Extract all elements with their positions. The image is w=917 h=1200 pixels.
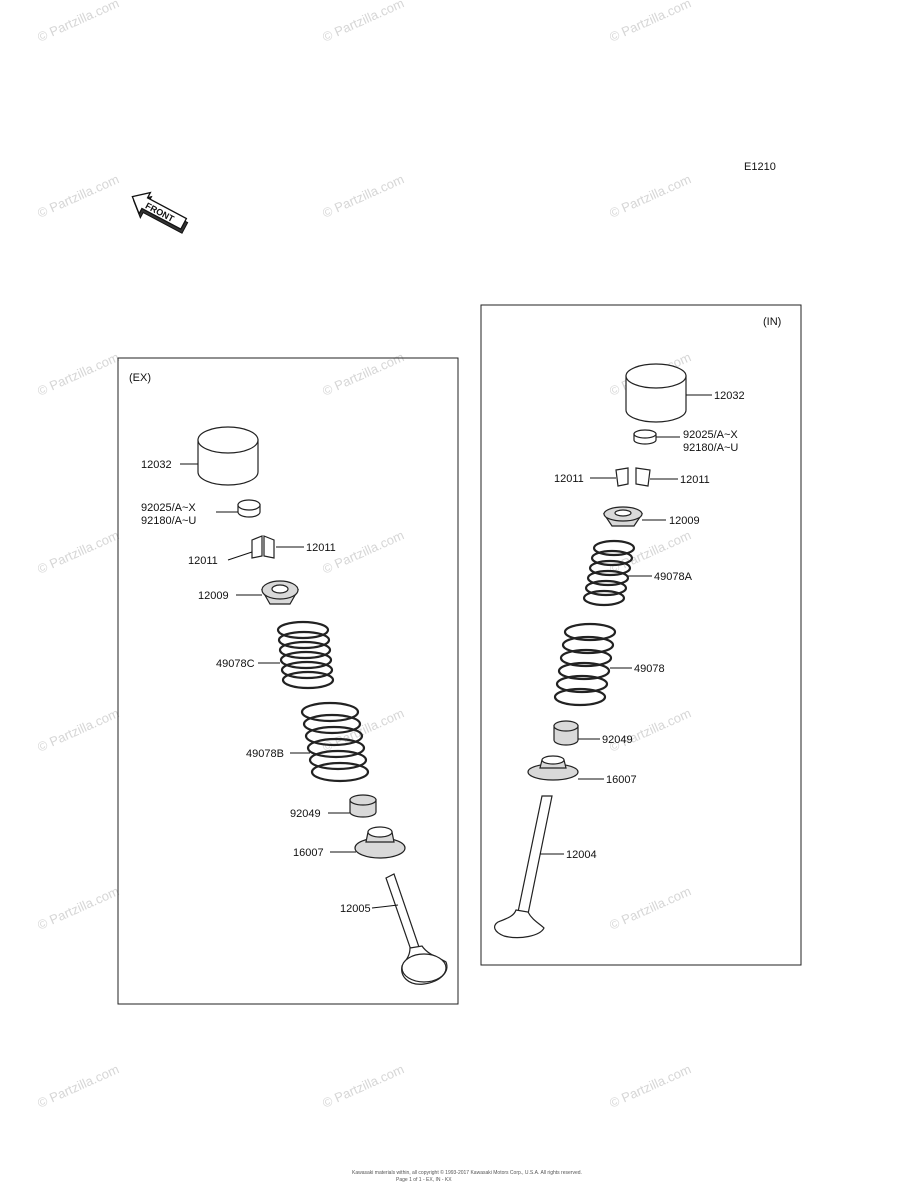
ex-valve-label: 12005: [340, 903, 371, 915]
in-shim-label-a: 92025/A~X: [683, 429, 738, 441]
in-outer-spring-label: 49078: [634, 663, 665, 675]
ex-tappet: [197, 426, 259, 486]
ex-tappet-label: 12032: [141, 459, 172, 471]
in-spring-seat: [527, 755, 579, 781]
ex-retainer-label: 12009: [198, 590, 229, 602]
watermark: © Partzilla.com: [35, 0, 121, 45]
in-cotter-right-label: 12011: [680, 474, 710, 486]
watermark: © Partzilla.com: [35, 883, 121, 932]
watermark: © Partzilla.com: [320, 1061, 406, 1110]
watermark: © Partzilla.com: [35, 1061, 121, 1110]
footer-line-2: Page 1 of 1 - EX, IN - KX: [396, 1177, 452, 1183]
watermark: © Partzilla.com: [320, 0, 406, 45]
in-inner-spring-label: 49078A: [654, 571, 693, 583]
watermark: © Partzilla.com: [607, 705, 693, 754]
ex-spring-seat: [354, 826, 406, 859]
intake-panel: (IN) 12032 92025/A~X 92180/A~U 12011 120…: [480, 304, 802, 966]
in-retainer-label: 12009: [669, 515, 700, 527]
ex-cotter-left-label: 12011: [188, 555, 218, 567]
in-spring-seat-label: 16007: [606, 774, 637, 786]
exhaust-panel: (EX) 12032 92025/A~X 92180/A~U 12011 120…: [117, 357, 459, 1005]
ex-inner-spring-label: 49078C: [216, 658, 255, 670]
ex-retainer: [260, 580, 300, 605]
in-valve-seal-label: 92049: [602, 734, 633, 746]
watermark: © Partzilla.com: [607, 0, 693, 45]
watermark: © Partzilla.com: [320, 171, 406, 220]
in-shim-label-b: 92180/A~U: [683, 442, 738, 454]
ex-valve-seal-label: 92049: [290, 808, 321, 820]
ex-inner-spring: [276, 620, 335, 690]
watermark: © Partzilla.com: [607, 171, 693, 220]
ex-shim-label-a: 92025/A~X: [141, 502, 196, 514]
watermark: © Partzilla.com: [320, 349, 406, 398]
intake-panel-label: (IN): [763, 316, 781, 328]
watermark: © Partzilla.com: [35, 527, 121, 576]
ex-shim-label-b: 92180/A~U: [141, 515, 196, 527]
watermark: © Partzilla.com: [35, 705, 121, 754]
watermark: © Partzilla.com: [35, 171, 121, 220]
ex-outer-spring: [300, 701, 370, 783]
in-cotter-left-label: 12011: [554, 473, 584, 485]
exhaust-panel-frame: [117, 357, 459, 1005]
in-tappet-label: 12032: [714, 390, 745, 402]
footer-line-1: Kawasaki materials within, all copyright…: [352, 1169, 582, 1176]
ex-cotter-right-label: 12011: [306, 542, 336, 554]
ex-spring-seat-label: 16007: [293, 847, 324, 859]
in-valve: [494, 795, 553, 939]
watermark: © Partzilla.com: [35, 349, 121, 398]
front-arrow-icon: FRONT: [131, 191, 189, 234]
ex-outer-spring-label: 49078B: [246, 748, 284, 760]
in-retainer: [602, 506, 644, 527]
in-valve-label: 12004: [566, 849, 597, 861]
exhaust-panel-label: (EX): [129, 372, 151, 384]
watermark: © Partzilla.com: [607, 1061, 693, 1110]
watermark: © Partzilla.com: [607, 883, 693, 932]
in-cotters: [615, 467, 651, 487]
ex-cotters: [251, 535, 275, 559]
ex-valve: [385, 873, 448, 985]
in-tappet: [625, 363, 687, 423]
diagram-code: E1210: [744, 161, 776, 173]
intake-panel-frame: [480, 304, 802, 966]
ex-shim: [237, 499, 261, 518]
in-valve-seal: [553, 720, 579, 746]
in-outer-spring: [553, 622, 617, 707]
ex-valve-seal: [349, 794, 377, 818]
in-shim: [633, 429, 657, 445]
in-inner-spring: [582, 539, 636, 607]
